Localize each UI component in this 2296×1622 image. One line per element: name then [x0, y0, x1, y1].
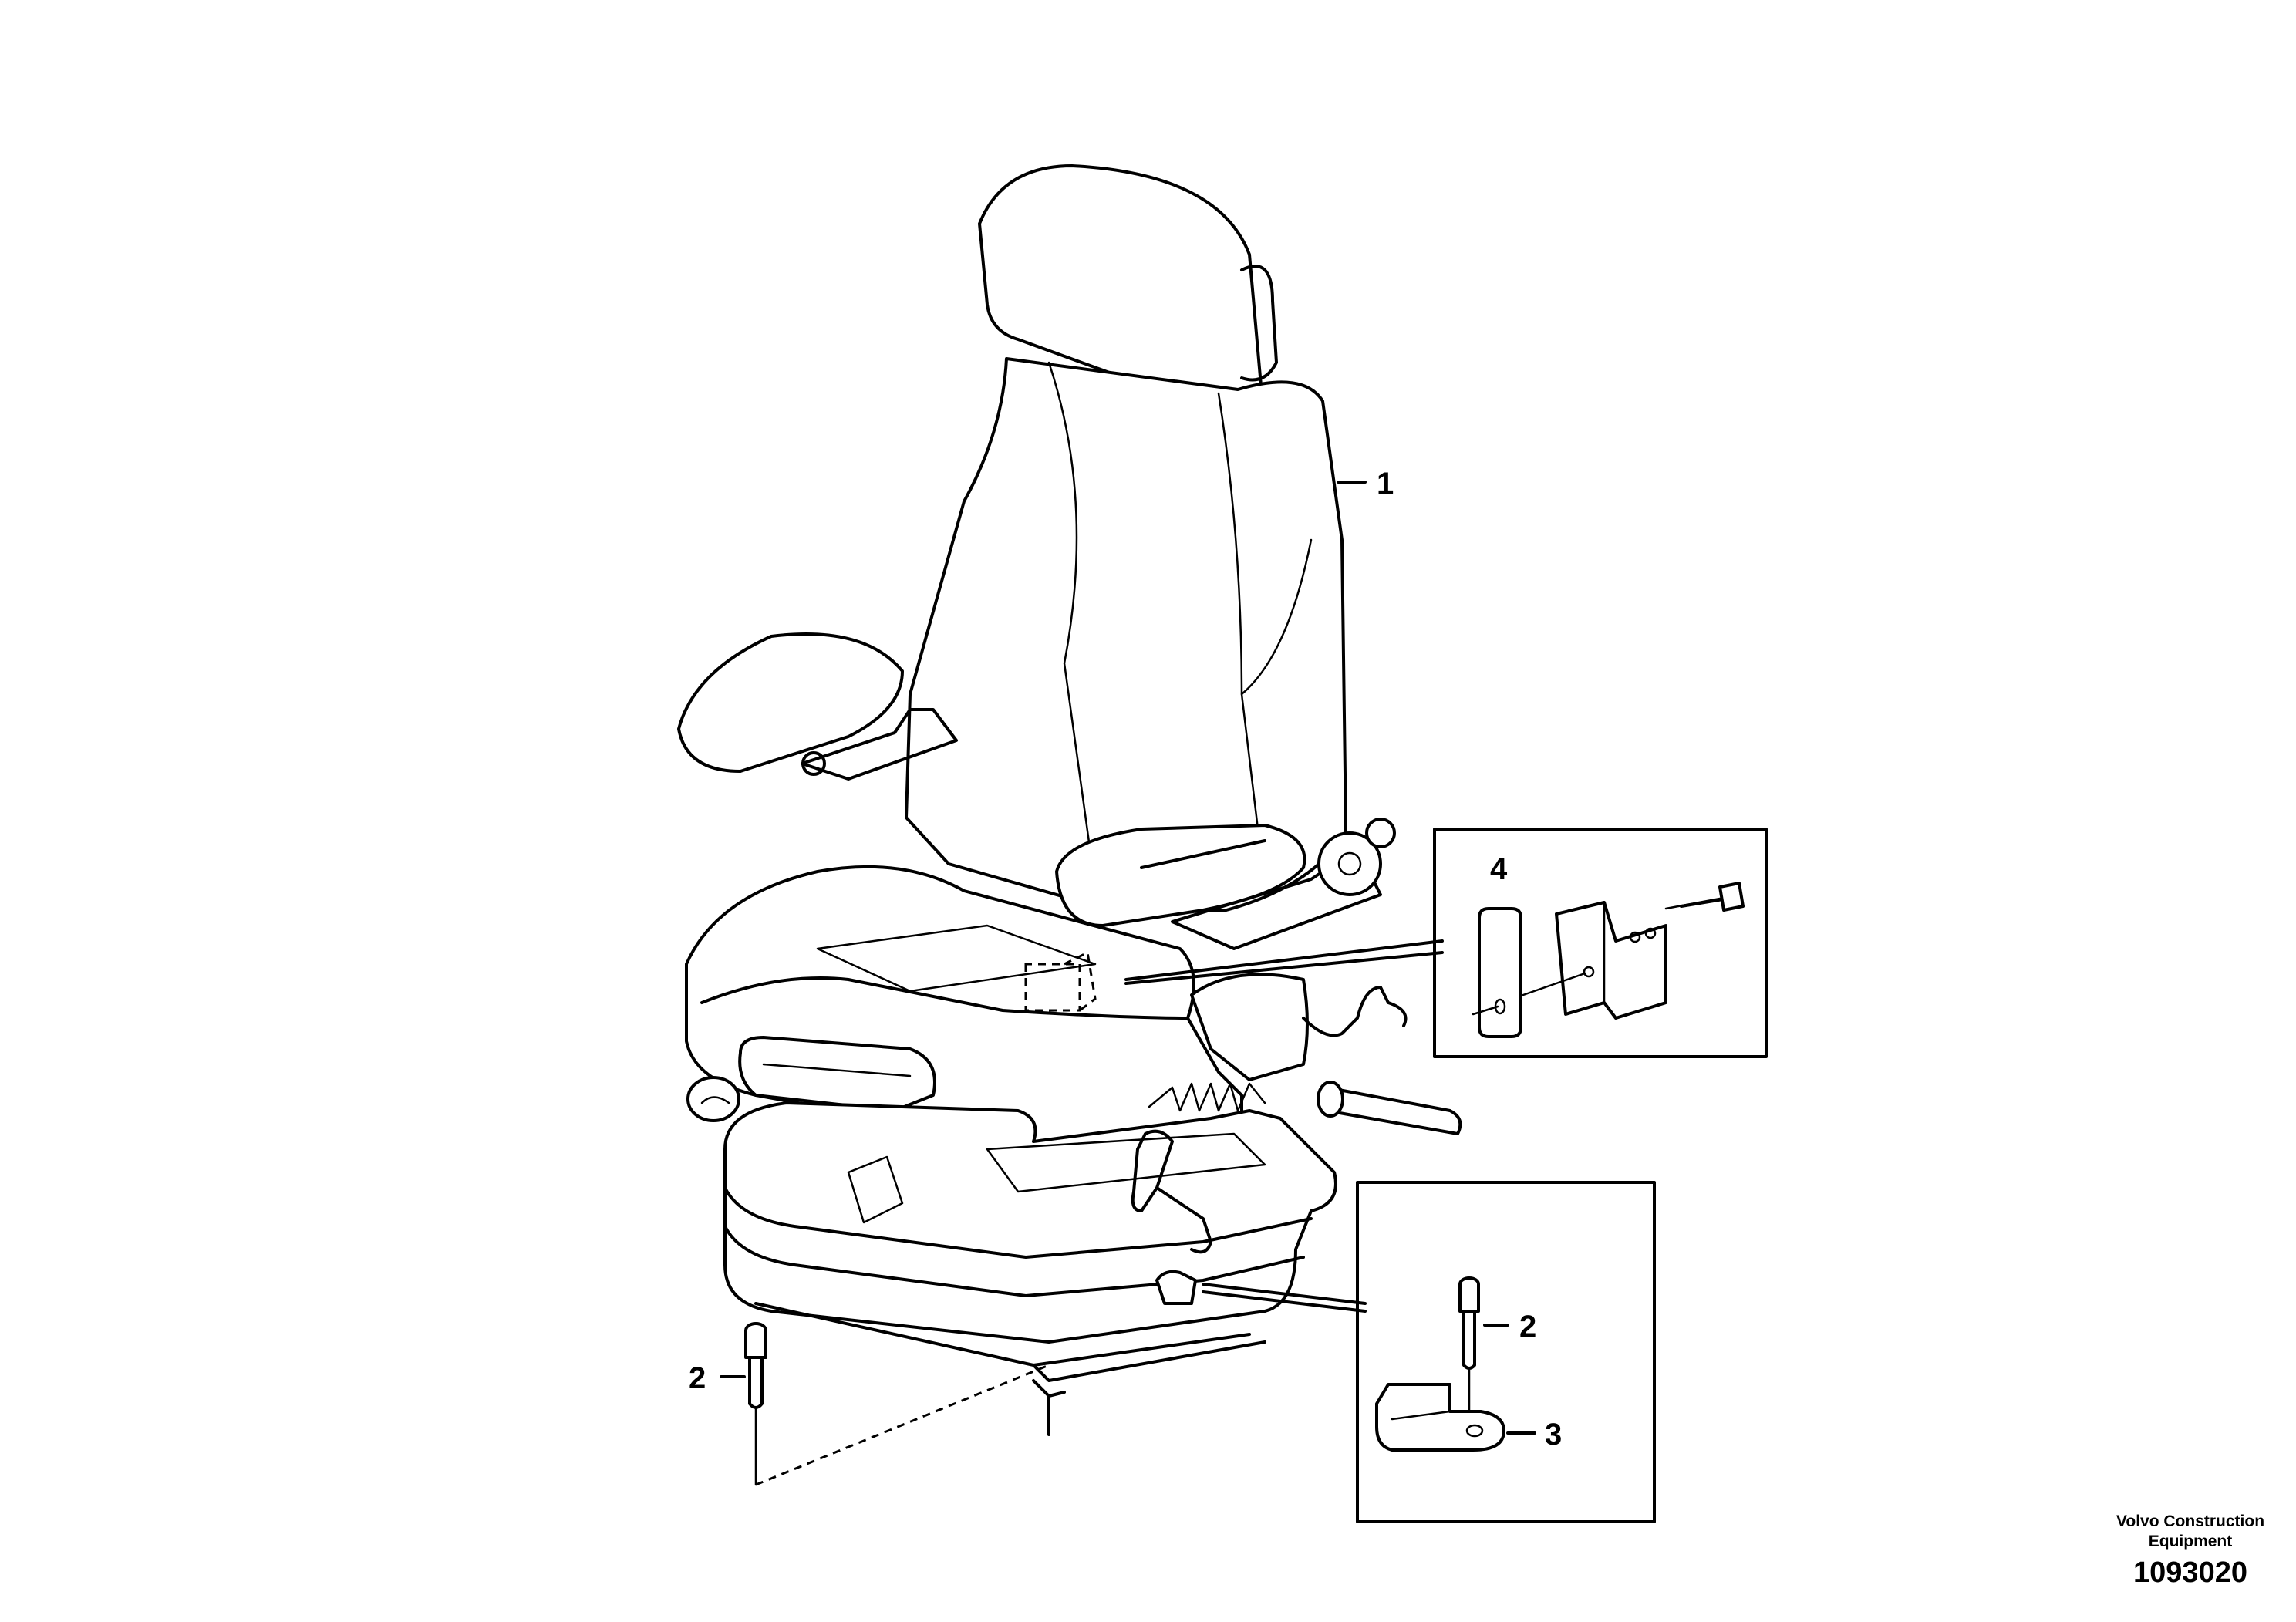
publisher-label: Volvo Construction Equipment	[2082, 1512, 2296, 1552]
callout-2-detail: 2	[1519, 1310, 1536, 1344]
callout-4: 4	[1490, 852, 1508, 886]
callout-1: 1	[1377, 467, 1394, 501]
callout-2-left: 2	[689, 1361, 706, 1395]
drawing-number: 1093020	[2133, 1556, 2247, 1589]
backrest	[905, 357, 1347, 912]
publisher-line-1: Volvo Construction	[2116, 1512, 2265, 1530]
callout-leaders	[720, 481, 1536, 1435]
screw-item-2	[744, 1322, 1050, 1486]
detail-box-item-4	[1124, 828, 1768, 1058]
suspension-base	[723, 1101, 1337, 1344]
left-armrest	[677, 632, 904, 773]
pad-item-4	[1478, 907, 1522, 1038]
clip-item-3	[1375, 1383, 1505, 1452]
callout-3: 3	[1545, 1418, 1562, 1452]
operator-seat	[677, 164, 1462, 1436]
detail-box-items-2-3	[1202, 1181, 1656, 1523]
right-armrest	[1055, 824, 1306, 927]
publisher-line-2: Equipment	[2148, 1533, 2233, 1550]
bracket	[1555, 901, 1667, 1020]
headrest	[978, 164, 1263, 410]
